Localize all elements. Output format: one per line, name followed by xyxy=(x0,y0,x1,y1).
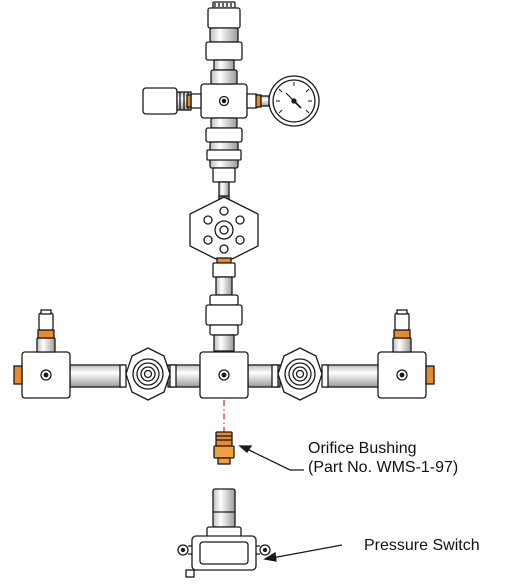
orifice-bushing-label: Orifice Bushing (Part No. WMS-1-97) xyxy=(308,439,458,477)
lower-vertical-fittings xyxy=(205,257,243,352)
orifice-bushing-label-line1: Orifice Bushing xyxy=(308,440,417,457)
pressure-switch-label: Pressure Switch xyxy=(364,537,480,554)
pressure-gauge-icon xyxy=(268,75,320,127)
upper-union xyxy=(205,127,243,201)
orifice-bushing-label-line2: (Part No. WMS-1-97) xyxy=(308,459,459,476)
left-plug-fitting xyxy=(142,87,202,115)
pressure-switch-leader-arrow xyxy=(263,544,343,562)
handwheel-valve-icon xyxy=(119,347,177,401)
left-end-tee xyxy=(13,309,71,399)
handwheel-valve-icon xyxy=(271,347,329,401)
right-end-tee xyxy=(377,309,435,399)
hexagon-flange xyxy=(189,196,259,264)
upper-cross-tee xyxy=(200,69,248,129)
gauge-connector xyxy=(246,93,270,109)
orifice-leader-arrow xyxy=(238,445,304,471)
center-cross-tee xyxy=(199,351,249,399)
orifice-bushing xyxy=(213,431,235,465)
top-threaded-connector xyxy=(205,1,243,71)
pressure-switch-icon xyxy=(177,488,271,578)
